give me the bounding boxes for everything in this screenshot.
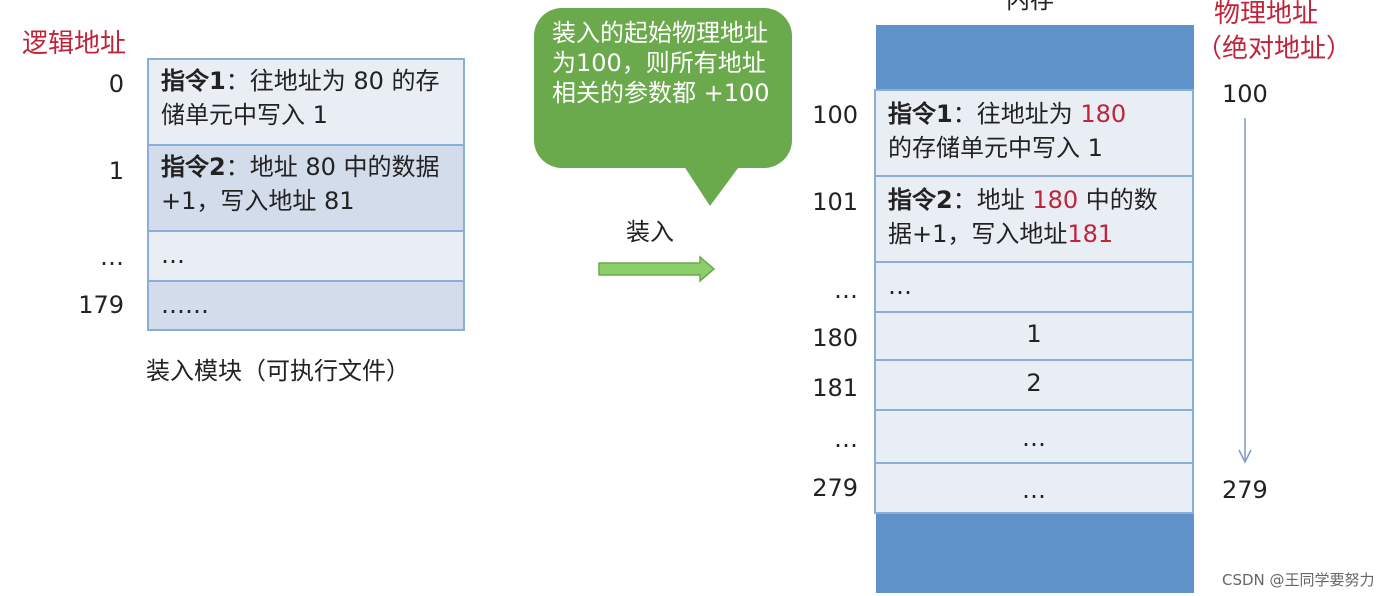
instruction-text: ：往地址为 80 的存储单元中写入 1 xyxy=(161,67,440,129)
memory-index-180: 180 xyxy=(812,324,858,352)
instruction-text: ：往地址为 xyxy=(952,100,1081,128)
memory-cell-ellipsis-2: … xyxy=(874,409,1194,464)
memory-index-279: 279 xyxy=(812,474,858,502)
watermark: CSDN @王同学要努力 xyxy=(1222,571,1375,589)
relocated-address: 180 xyxy=(1032,186,1079,214)
callout-tail xyxy=(680,160,744,206)
logical-index-1: 1 xyxy=(108,157,124,185)
load-module-caption: 装入模块（可执行文件） xyxy=(146,357,410,385)
load-label: 装入 xyxy=(626,218,674,246)
memory-cell-instruction-2: 指令2：地址 180 中的数据+1，写入地址181 xyxy=(874,175,1194,263)
memory-cell-last: … xyxy=(874,462,1194,514)
physical-start: 100 xyxy=(1222,80,1268,108)
memory-index-100: 100 xyxy=(812,101,858,129)
instruction-text: ：地址 80 中的数据+1，写入地址 81 xyxy=(161,153,440,215)
instruction-text: ：地址 xyxy=(952,186,1033,214)
logical-cell-last: …… xyxy=(147,280,465,331)
relocated-address: 181 xyxy=(1067,220,1114,248)
instruction-text: 中的数据+1，写入地址 xyxy=(888,186,1158,248)
memory-index-ellipsis-2: … xyxy=(834,425,858,453)
down-arrow-icon xyxy=(1238,118,1252,464)
logical-cell-instruction-1: 指令1：往地址为 80 的存储单元中写入 1 xyxy=(147,58,465,146)
absolute-address-header: （绝对地址） xyxy=(1196,34,1353,64)
instruction-label: 指令1 xyxy=(161,67,226,95)
memory-index-181: 181 xyxy=(812,374,858,402)
memory-cell-ellipsis: … xyxy=(874,261,1194,313)
logical-address-header: 逻辑地址 xyxy=(22,29,127,59)
memory-cell-value-2: 2 xyxy=(874,359,1194,411)
memory-cell-instruction-1: 指令1：往地址为 180 的存储单元中写入 1 xyxy=(874,89,1194,177)
instruction-label: 指令2 xyxy=(161,153,226,181)
logical-cell-ellipsis: … xyxy=(147,230,465,282)
load-arrow-icon xyxy=(598,255,716,283)
logical-index-ellipsis: … xyxy=(100,243,124,271)
logical-index-0: 0 xyxy=(108,70,124,98)
callout-bubble: 装入的起始物理地址为100，则所有地址相关的参数都 +100 xyxy=(534,8,792,168)
memory-index-ellipsis: … xyxy=(834,276,858,304)
instruction-label: 指令2 xyxy=(888,186,953,214)
physical-end: 279 xyxy=(1222,476,1268,504)
memory-title: 内存 xyxy=(1006,0,1054,14)
relocated-address: 180 xyxy=(1080,100,1127,128)
memory-index-101: 101 xyxy=(812,188,858,216)
instruction-label: 指令1 xyxy=(888,100,953,128)
logical-cell-instruction-2: 指令2：地址 80 中的数据+1，写入地址 81 xyxy=(147,144,465,232)
instruction-text: 的存储单元中写入 1 xyxy=(888,134,1103,162)
logical-index-179: 179 xyxy=(78,291,124,319)
physical-address-header: 物理地址 xyxy=(1214,0,1319,29)
memory-cell-value-1: 1 xyxy=(874,311,1194,361)
